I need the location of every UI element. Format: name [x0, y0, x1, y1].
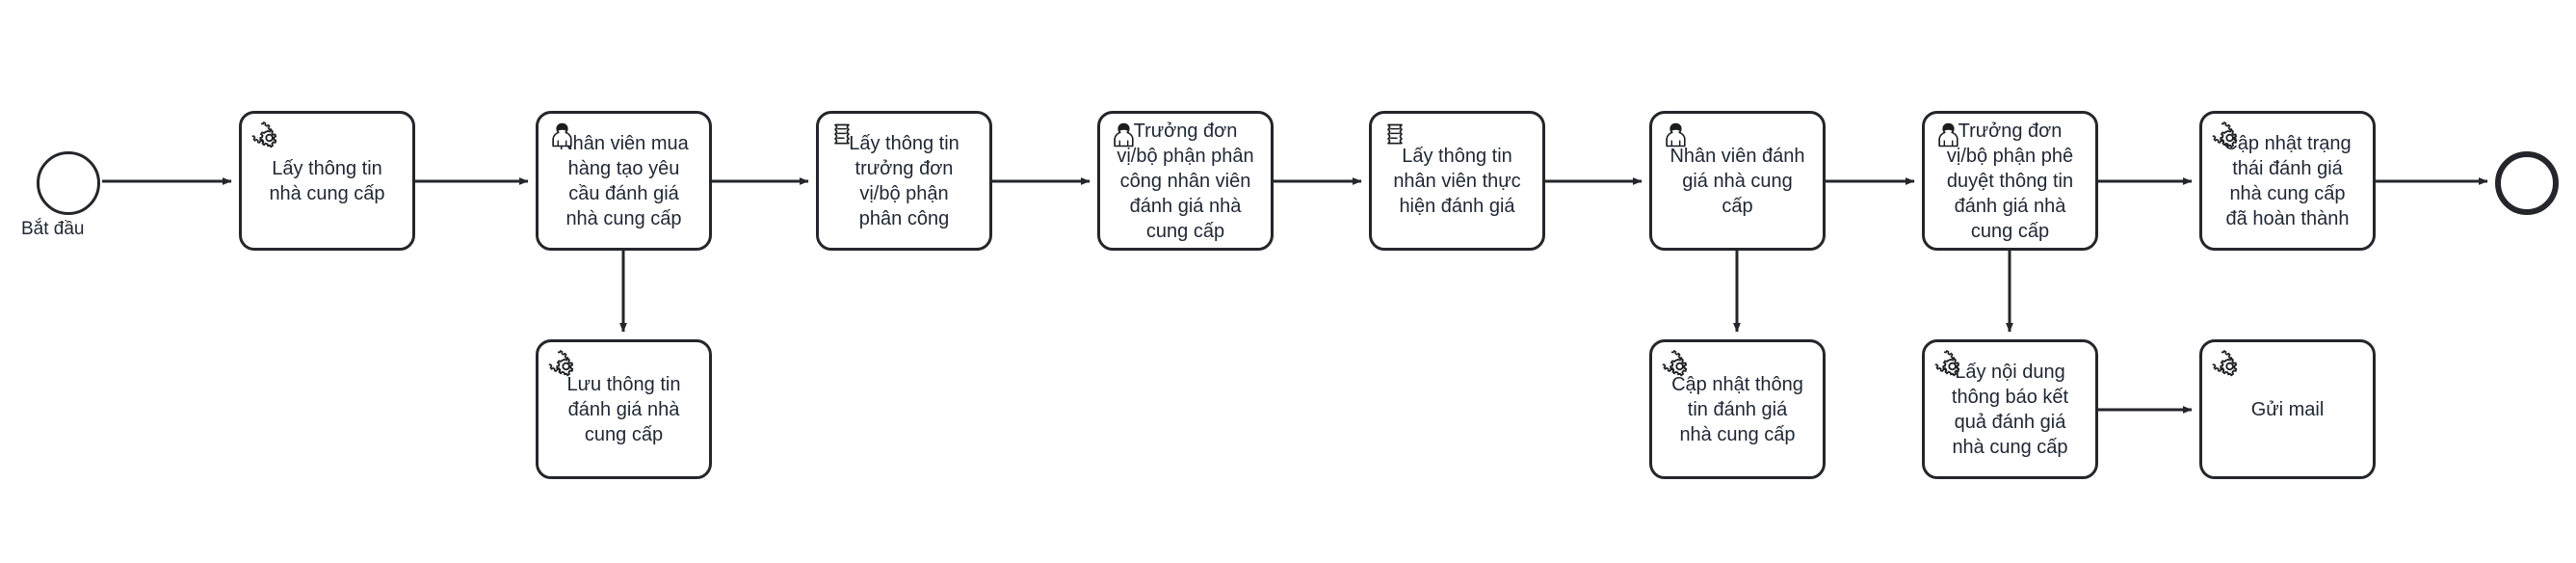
task-t11[interactable]: Lấy nội dung thông báo kết quả đánh giá …: [1922, 339, 2098, 479]
task-t1[interactable]: Lấy thông tin nhà cung cấp: [239, 111, 415, 251]
task-label: Gửi mail: [2250, 398, 2325, 420]
task-t7[interactable]: Trưởng đơn vị/bộ phận phê duyệt thông ti…: [1922, 111, 2098, 251]
task-t5[interactable]: Lấy thông tin nhân viên thực hiện đánh g…: [1369, 111, 1545, 251]
task-label: Cập nhật trạng thái đánh giá nhà cung cấ…: [2223, 132, 2352, 229]
start-event-label: Bắt đầu: [21, 219, 85, 239]
task-t4[interactable]: Trưởng đơn vị/bộ phận phân công nhân viê…: [1097, 111, 1274, 251]
task-label: Lấy thông tin nhân viên thực hiện đánh g…: [1393, 145, 1521, 217]
task-t6[interactable]: Nhân viên đánh giá nhà cung cấp: [1649, 111, 1826, 251]
task-label: Lấy thông tin trưởng đơn vị/bộ phận phân…: [849, 132, 959, 229]
task-label: Trưởng đơn vị/bộ phận phê duyệt thông ti…: [1946, 120, 2074, 242]
task-t12[interactable]: Gửi mail: [2199, 339, 2376, 479]
task-label: Nhân viên mua hàng tạo yêu cầu đánh giá …: [559, 132, 689, 229]
task-t3[interactable]: Lấy thông tin trưởng đơn vị/bộ phận phân…: [816, 111, 992, 251]
task-t10[interactable]: Cập nhật thông tin đánh giá nhà cung cấp: [1649, 339, 1826, 479]
task-t2[interactable]: Nhân viên mua hàng tạo yêu cầu đánh giá …: [536, 111, 712, 251]
service-task-gear-icon: [250, 120, 282, 152]
task-label: Trưởng đơn vị/bộ phận phân công nhân viê…: [1117, 120, 1254, 242]
task-label: Nhân viên đánh giá nhà cung cấp: [1669, 145, 1805, 217]
task-t9[interactable]: Lưu thông tin đánh giá nhà cung cấp: [536, 339, 712, 479]
task-label: Lấy thông tin nhà cung cấp: [269, 157, 385, 204]
task-label: Cập nhật thông tin đánh giá nhà cung cấp: [1671, 373, 1803, 445]
task-t8[interactable]: Cập nhật trạng thái đánh giá nhà cung cấ…: [2199, 111, 2376, 251]
task-label: Lưu thông tin đánh giá nhà cung cấp: [566, 373, 681, 445]
end-event[interactable]: [2495, 151, 2559, 215]
start-event[interactable]: [37, 151, 100, 215]
service-task-gear-icon: [2210, 348, 2243, 381]
task-label: Lấy nội dung thông báo kết quả đánh giá …: [1951, 361, 2069, 458]
